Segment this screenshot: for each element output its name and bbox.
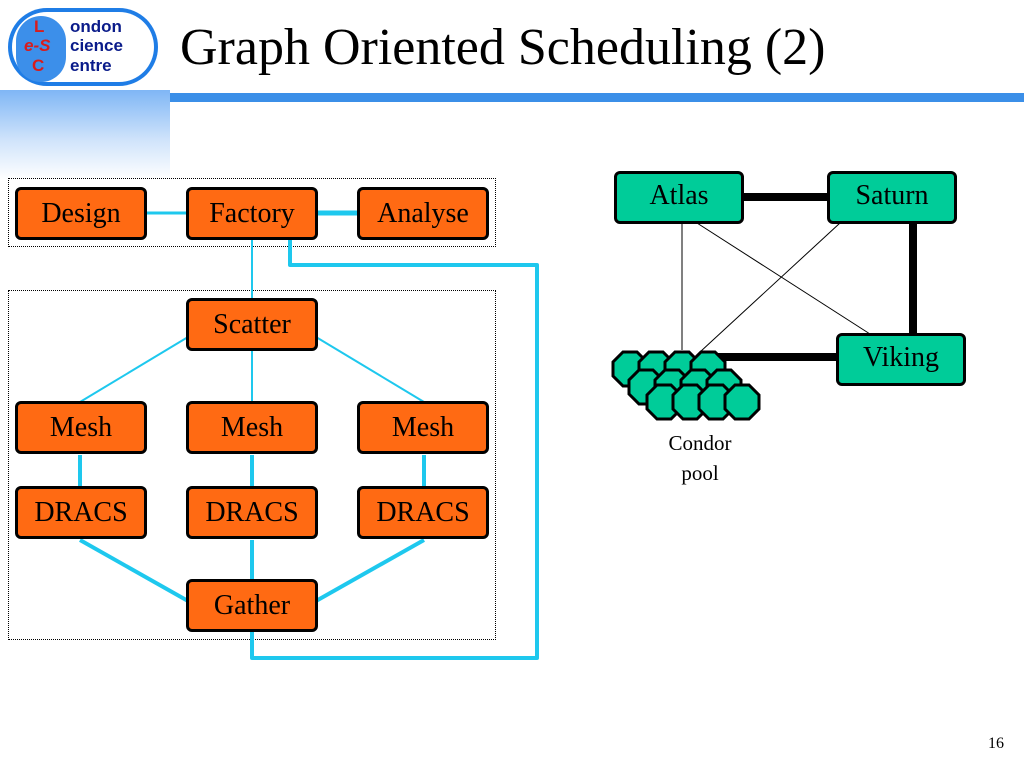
- logo-letter-c: C: [32, 56, 45, 75]
- logo-word-science: cience: [70, 36, 123, 55]
- logo-circle: [16, 16, 66, 82]
- header-accent-bar: [170, 93, 1024, 102]
- condor-pool-caption: Condor pool: [640, 428, 760, 488]
- scatter-node: Scatter: [186, 298, 318, 351]
- condor-pool-cluster: [611, 350, 761, 421]
- link-saturn-condor: [699, 222, 841, 353]
- analyse-node: Analyse: [357, 187, 489, 240]
- slide-number: 16: [988, 735, 1004, 752]
- gather-node: Gather: [186, 579, 318, 632]
- dracs-node-left: DRACS: [15, 486, 147, 539]
- condor-caption-line1: Condor: [668, 431, 732, 455]
- dracs-node-right: DRACS: [357, 486, 489, 539]
- page-title: Graph Oriented Scheduling (2): [180, 19, 826, 76]
- atlas-node: Atlas: [614, 171, 744, 224]
- logo-word-centre: entre: [70, 56, 112, 75]
- edge-scatter-mesh-left: [79, 336, 189, 403]
- edge-dracs-gather-right: [315, 538, 425, 603]
- mesh-node-left: Mesh: [15, 401, 147, 454]
- mesh-node-right: Mesh: [357, 401, 489, 454]
- dracs-node-middle: DRACS: [186, 486, 318, 539]
- logo-letter-es: e-S: [24, 36, 51, 55]
- viking-node: Viking: [836, 333, 966, 386]
- design-node: Design: [15, 187, 147, 240]
- condor-node: [723, 383, 761, 421]
- edge-scatter-mesh-right: [315, 336, 425, 403]
- link-atlas-viking: [696, 222, 871, 335]
- factory-node: Factory: [186, 187, 318, 240]
- logo-word-london: ondon: [70, 17, 122, 36]
- header-gradient: [0, 90, 170, 180]
- edge-dracs-gather-left: [79, 538, 189, 603]
- logo-panel: L e-S C ondon cience entre: [12, 12, 154, 82]
- saturn-node: Saturn: [827, 171, 957, 224]
- lesc-logo: L e-S C ondon cience entre: [8, 8, 158, 86]
- condor-caption-line2: pool: [681, 461, 719, 485]
- mesh-node-middle: Mesh: [186, 401, 318, 454]
- edge-factory-return-loop: [250, 240, 539, 660]
- logo-letter-l: L: [34, 17, 45, 36]
